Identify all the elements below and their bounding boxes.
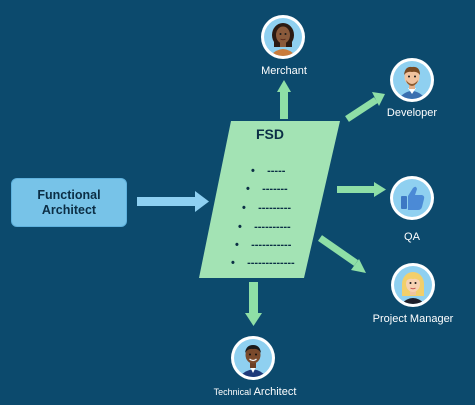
fsd-bullet-line-4: • ---------- — [238, 221, 291, 233]
technical-architect-prefix: Technical — [213, 387, 252, 397]
fsd-line-3-text: --------- — [258, 202, 292, 214]
developer-avatar — [390, 58, 434, 102]
arrow-to-project-manager — [318, 235, 366, 273]
qa-label: QA — [404, 231, 420, 243]
merchant-avatar — [261, 15, 305, 59]
project-manager-avatar — [391, 263, 435, 307]
functional-architect-box: Functional Architect — [11, 178, 127, 227]
fsd-bullet-line-6: • ------------- — [231, 257, 295, 269]
fsd-bullet-line-1: • ----- — [251, 165, 286, 177]
qa-avatar — [390, 176, 434, 220]
fsd-title: FSD — [256, 126, 284, 142]
arrow-to-merchant — [277, 80, 291, 119]
technical-architect-label: Technical Architect — [205, 386, 305, 398]
functional-architect-line2: Architect — [41, 202, 97, 217]
merchant-label: Merchant — [261, 65, 307, 77]
technical-architect-avatar — [231, 336, 275, 380]
man-avatar-icon — [234, 339, 272, 377]
arrow-to-qa — [337, 182, 386, 197]
arrow-to-fsd — [137, 191, 209, 212]
arrow-to-technical-architect — [245, 282, 262, 326]
fsd-line-6-text: ------------- — [247, 257, 295, 269]
project-manager-label: Project Manager — [372, 313, 454, 325]
fsd-bullet-line-3: • --------- — [242, 202, 292, 214]
fsd-line-1-text: ----- — [267, 165, 286, 177]
functional-architect-line1: Functional — [37, 187, 101, 202]
functional-architect-label: Functional Architect — [37, 188, 100, 218]
blonde-woman-avatar-icon — [394, 266, 432, 304]
developer-label: Developer — [386, 107, 438, 119]
thumbs-up-icon — [393, 179, 431, 217]
fsd-bullet-line-2: • ------- — [246, 183, 288, 195]
woman-avatar-icon — [264, 18, 302, 56]
fsd-bullet-line-5: • ----------- — [235, 239, 292, 251]
fsd-document-shape — [199, 121, 340, 278]
arrow-to-developer — [345, 92, 385, 122]
technical-architect-suffix: Architect — [253, 386, 297, 398]
man-avatar-icon — [393, 61, 431, 99]
fsd-line-2-text: ------- — [262, 183, 288, 195]
fsd-line-4-text: ---------- — [254, 221, 291, 233]
fsd-line-5-text: ----------- — [251, 239, 292, 251]
